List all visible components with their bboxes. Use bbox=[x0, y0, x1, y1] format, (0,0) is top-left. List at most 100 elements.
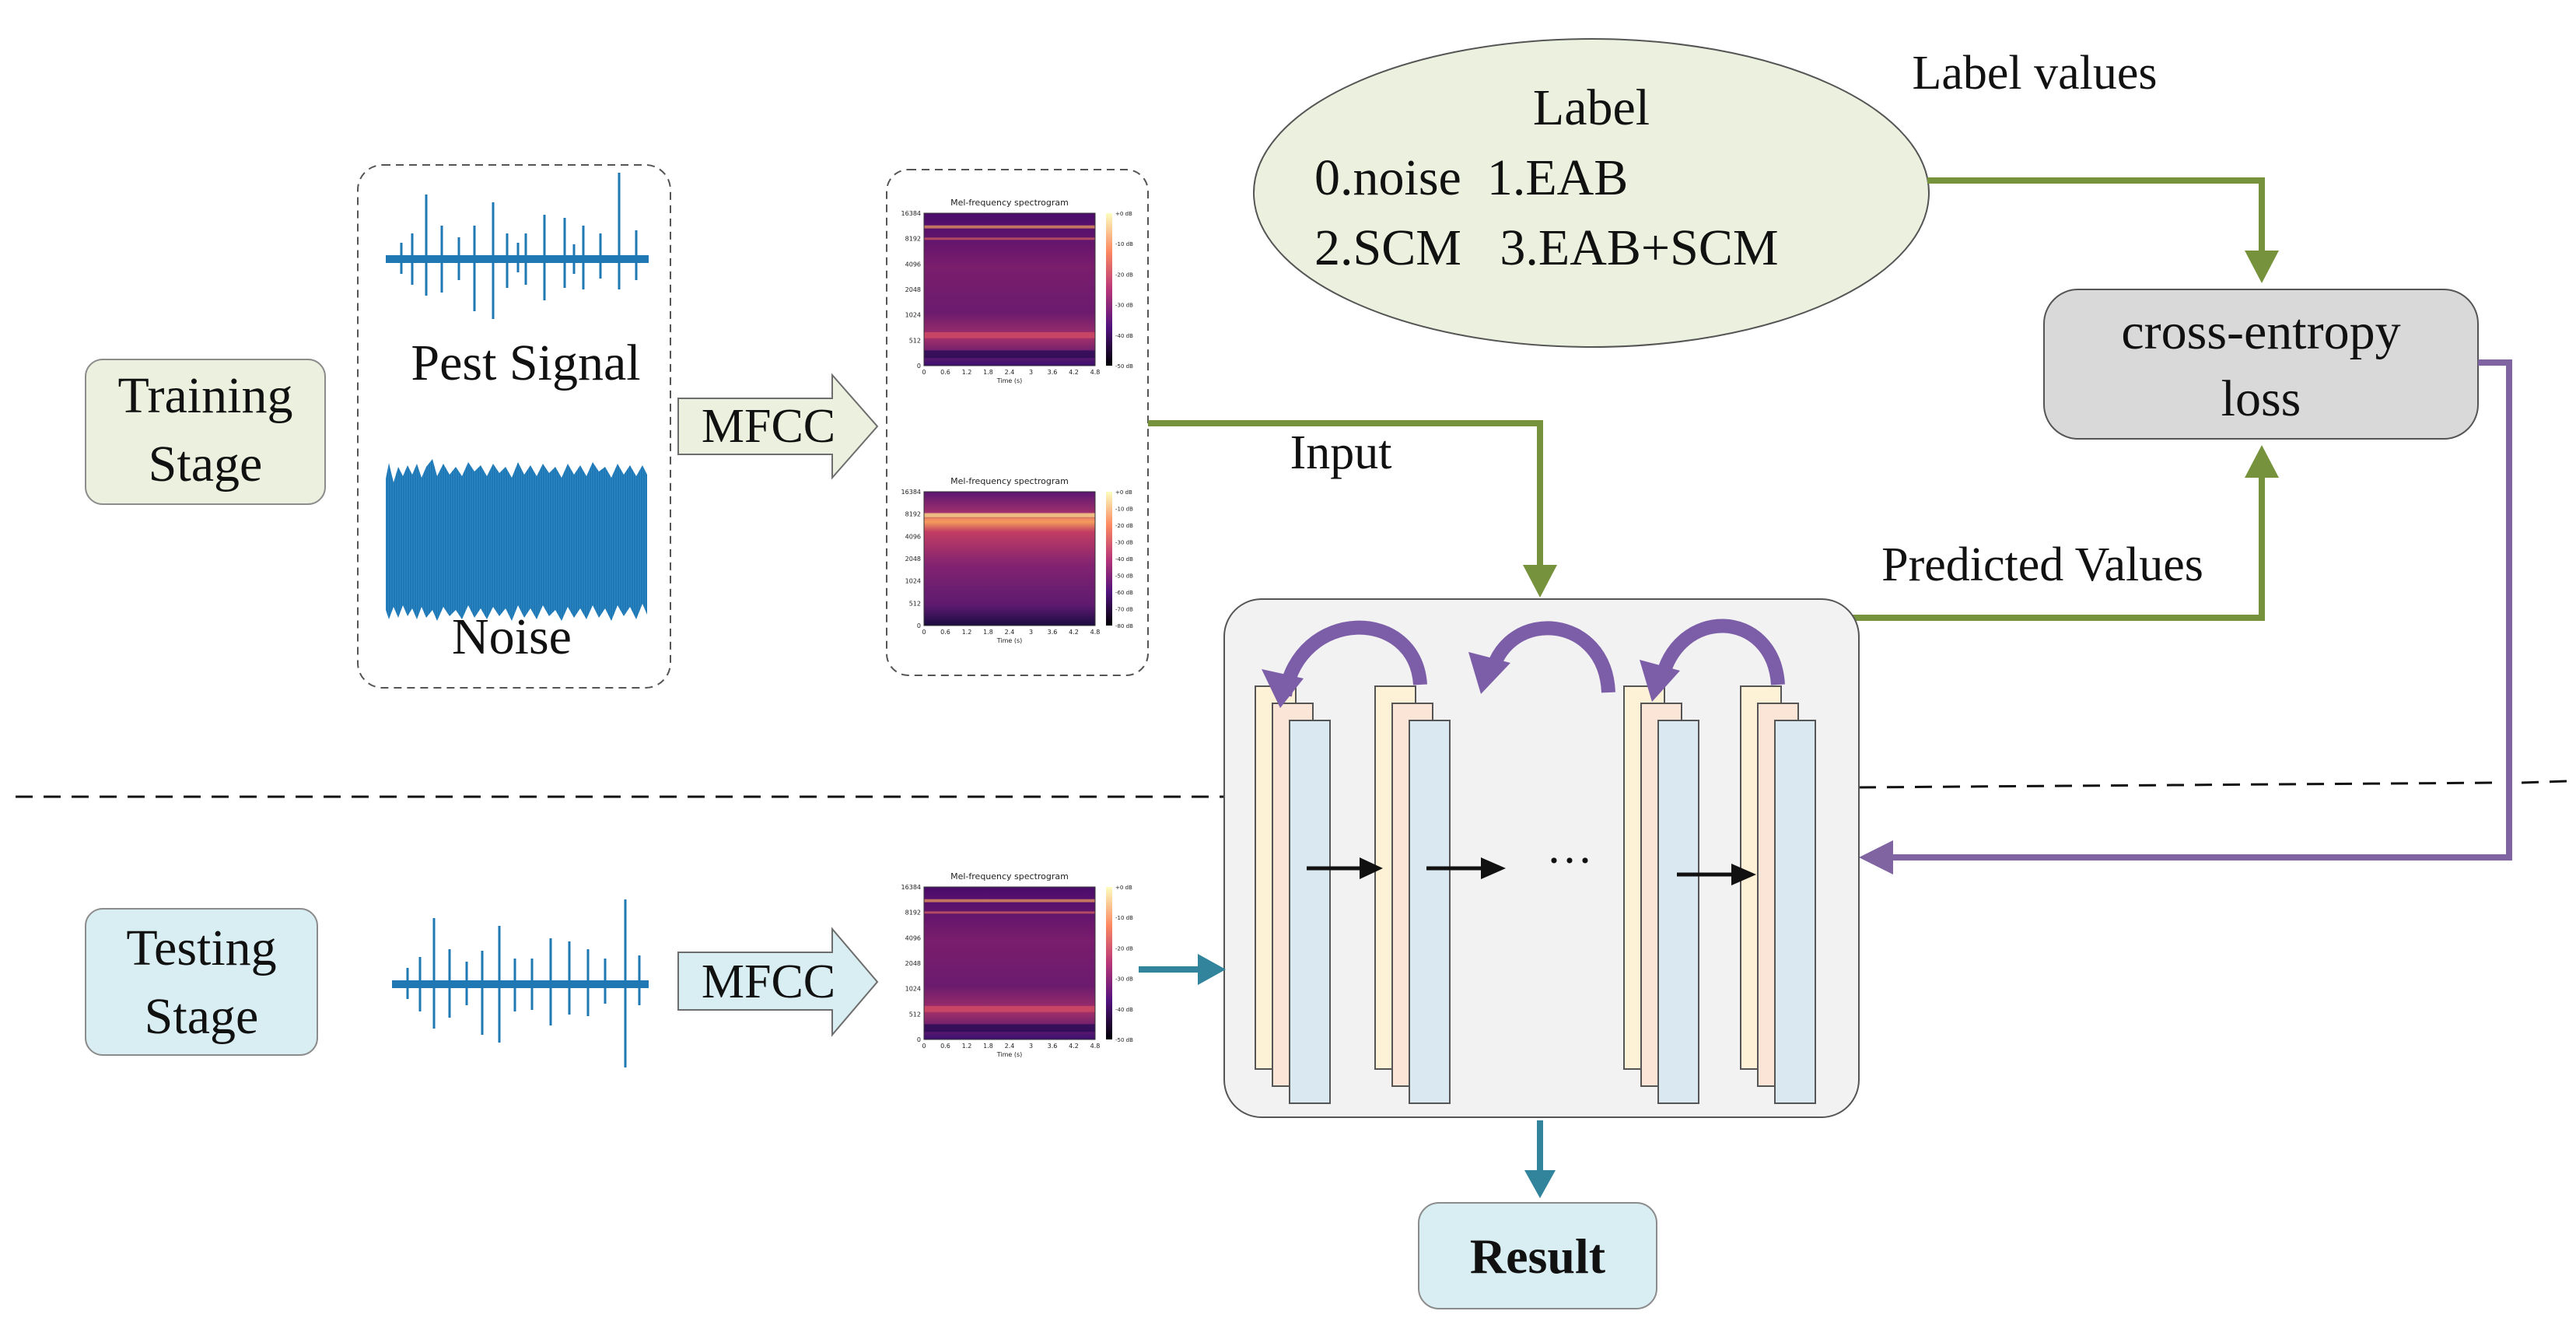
spectrogram-xtick: 2.4 bbox=[1005, 369, 1015, 376]
label-values-caption: Label values bbox=[1912, 47, 2157, 100]
spectrogram-band bbox=[924, 911, 1095, 914]
spectrogram-xlabel: Time (s) bbox=[996, 1051, 1023, 1058]
spectrogram-ytick: 0 bbox=[917, 363, 921, 370]
network-layer bbox=[1289, 720, 1331, 1104]
spectrogram-xtick: 0 bbox=[922, 629, 926, 636]
predicted-values-label: Predicted Values bbox=[1881, 538, 2203, 591]
spectrogram-xtick: 2.4 bbox=[1005, 629, 1015, 636]
stage-divider bbox=[16, 780, 2567, 798]
spectrogram-xtick: 0.6 bbox=[940, 369, 950, 376]
spectrogram-xtick: 4.8 bbox=[1090, 1043, 1101, 1050]
spectrogram-colorbar-tick: -40 dB bbox=[1115, 1007, 1133, 1013]
training-stage-box: Training Stage bbox=[85, 359, 326, 505]
spectrogram-xtick: 1.8 bbox=[983, 629, 993, 636]
pest-signal-waveform bbox=[386, 173, 649, 319]
training-stage-label-line2: Stage bbox=[149, 436, 263, 492]
spectrogram-colorbar-tick: -30 dB bbox=[1115, 303, 1133, 309]
recurrent-arrows bbox=[1262, 619, 1785, 708]
spectrogram-colorbar-tick: +0 dB bbox=[1115, 489, 1132, 496]
spectrogram-title: Mel-frequency spectrogram bbox=[950, 871, 1069, 882]
testing-stage-label-line1: Testing bbox=[126, 920, 276, 976]
spectrogram-image bbox=[924, 887, 1095, 1039]
spectrogram-frame bbox=[923, 886, 1096, 1040]
label-title: Label bbox=[1533, 79, 1650, 136]
spectrogram-ytick: 2048 bbox=[905, 556, 921, 563]
spectrogram-ytick: 16384 bbox=[901, 210, 921, 217]
spectrogram-xtick: 0 bbox=[922, 369, 926, 376]
spectrogram-test: Mel-frequency spectrogram 16384 8192 4096 20… bbox=[901, 871, 1134, 1058]
training-stage-label-line1: Training bbox=[118, 367, 293, 424]
testing-stage-box: Testing Stage bbox=[85, 908, 318, 1056]
result-label: Result bbox=[1470, 1229, 1606, 1284]
spectrogram-colorbar-tick: -20 dB bbox=[1115, 523, 1133, 529]
spectrogram-train-top: Mel-frequency spectrogram163848192409620… bbox=[901, 198, 1134, 384]
spectrogram-colorbar-tick: -50 dB bbox=[1115, 1037, 1133, 1043]
testing-stage-label-line2: Stage bbox=[145, 988, 259, 1045]
spectrogram-ytick: 8192 bbox=[905, 236, 921, 243]
result-box: Result bbox=[1418, 1202, 1657, 1309]
spectrogram-xtick: 4.2 bbox=[1069, 629, 1079, 636]
spectrogram-xtick: 1.2 bbox=[962, 629, 972, 636]
network-layer bbox=[1409, 720, 1451, 1104]
spectrogram-band bbox=[924, 350, 1095, 359]
spectrogram-band bbox=[924, 331, 1095, 338]
spectrogram-xtick: 3.6 bbox=[1048, 1043, 1058, 1050]
spectrogram-ytick: 4096 bbox=[905, 934, 921, 941]
inner-arrows bbox=[1307, 857, 1756, 885]
spectrogram-xtick: 2.4 bbox=[1005, 1043, 1015, 1050]
spectrogram-xtick: 0 bbox=[922, 1043, 926, 1050]
spectrogram-xtick: 1.2 bbox=[962, 369, 972, 376]
pest-signal-label: Pest Signal bbox=[411, 335, 640, 391]
spectrogram-xtick: 3 bbox=[1029, 1043, 1033, 1050]
spectrogram-band bbox=[924, 1005, 1095, 1012]
spectrogram-colorbar-tick: -40 dB bbox=[1115, 556, 1133, 563]
input-arrow bbox=[1148, 420, 1557, 598]
spectrogram-colorbar bbox=[1106, 213, 1112, 366]
spectrogram-xtick: 3 bbox=[1029, 369, 1033, 376]
spectrogram-colorbar-tick: -70 dB bbox=[1115, 607, 1133, 613]
spectrogram-train-bottom: Mel-frequency spectrogram163848192409620… bbox=[901, 476, 1134, 644]
mfcc-label-testing: MFCC bbox=[702, 955, 835, 1008]
spectrogram-ytick: 8192 bbox=[905, 910, 921, 917]
test-signal-waveform bbox=[392, 899, 649, 1067]
spectrogram-title: Mel-frequency spectrogram bbox=[950, 476, 1069, 486]
spectrogram-ytick: 1024 bbox=[905, 578, 921, 585]
spectrogram-colorbar-tick: -80 dB bbox=[1115, 623, 1133, 629]
input-label: Input bbox=[1290, 426, 1392, 479]
mfcc-label-training: MFCC bbox=[702, 400, 835, 453]
spectrogram-band bbox=[924, 237, 1095, 240]
spectrogram-ytick: 0 bbox=[917, 622, 921, 629]
spectrogram-ytick: 512 bbox=[909, 337, 921, 344]
spectrogram-colorbar bbox=[1106, 492, 1112, 626]
network-layer bbox=[1657, 720, 1699, 1104]
spectrogram-xtick: 3.6 bbox=[1048, 629, 1058, 636]
spectrogram-colorbar-tick: -50 dB bbox=[1115, 363, 1133, 370]
spectrogram-xtick: 4.2 bbox=[1069, 1043, 1079, 1050]
spectrogram-xtick: 1.8 bbox=[983, 369, 993, 376]
spectrogram-xtick: 4.2 bbox=[1069, 369, 1079, 376]
noise-waveform bbox=[386, 459, 647, 621]
loss-label-line1: cross-entropy bbox=[2121, 303, 2400, 360]
spectrogram-xtick: 1.2 bbox=[962, 1043, 972, 1050]
spectrogram-xtick: 4.8 bbox=[1090, 629, 1101, 636]
spectrogram-colorbar-tick: -20 dB bbox=[1115, 272, 1133, 278]
mfcc-arrow-testing: MFCC bbox=[677, 927, 879, 1037]
spectrogram-ytick: 2048 bbox=[905, 960, 921, 967]
label-values-arrow bbox=[1927, 177, 2279, 283]
spectrogram-colorbar-tick: -60 dB bbox=[1115, 590, 1133, 596]
spectrogram-xtick: 1.8 bbox=[983, 1043, 993, 1050]
label-line1: 0.noise 1.EAB bbox=[1314, 149, 1628, 206]
spectrogram-xlabel: Time (s) bbox=[996, 377, 1023, 384]
spectrogram-ytick: 16384 bbox=[901, 884, 921, 891]
predicted-values-arrow bbox=[1831, 445, 2279, 621]
mfcc-arrow-training: MFCC bbox=[677, 373, 879, 480]
cross-entropy-loss-box: cross-entropy loss bbox=[2043, 289, 2479, 440]
spectrogram-ytick: 0 bbox=[917, 1036, 921, 1043]
spectrogram-colorbar-tick: -10 dB bbox=[1115, 241, 1133, 247]
spectrogram-xtick: 3 bbox=[1029, 629, 1033, 636]
spectrogram-colorbar bbox=[1106, 887, 1112, 1039]
spectrogram-title: Mel-frequency spectrogram bbox=[950, 198, 1069, 208]
spectrogram-ytick: 2048 bbox=[905, 286, 921, 293]
spectrogram-colorbar-tick: -30 dB bbox=[1115, 976, 1133, 983]
